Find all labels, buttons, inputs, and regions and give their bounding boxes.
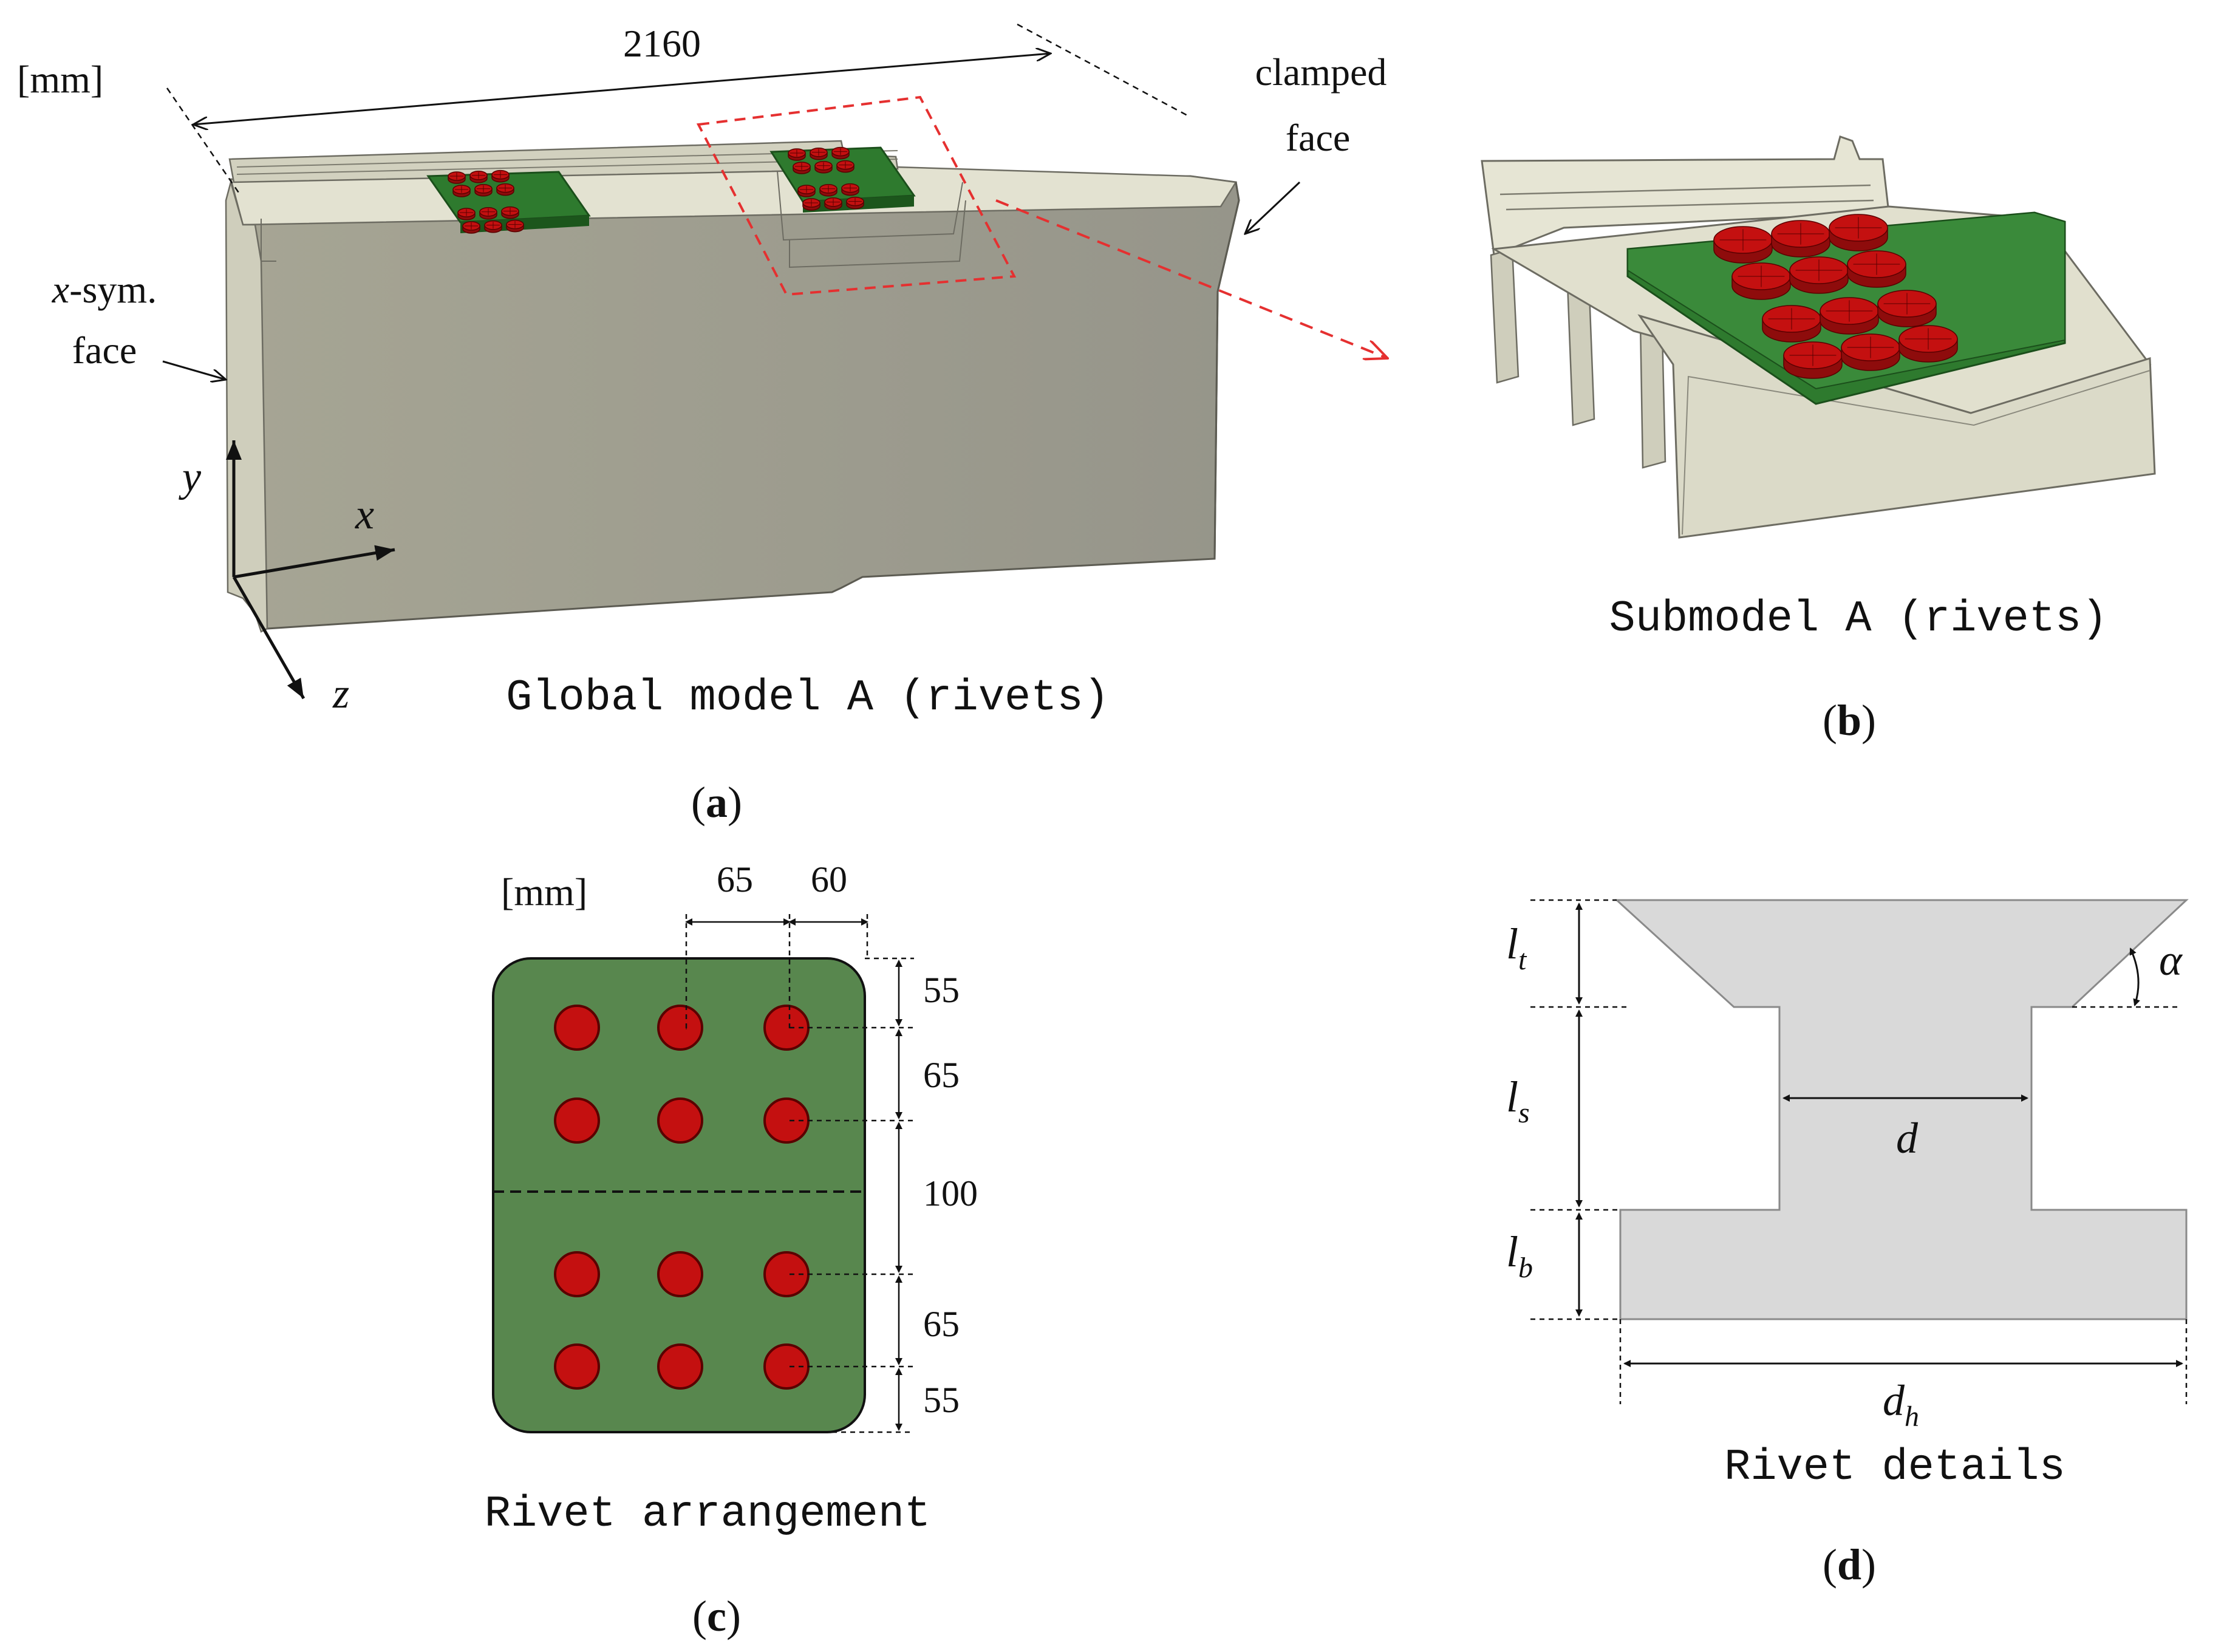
- axis-x-label: x: [355, 491, 374, 538]
- dim-v-label: 100: [923, 1173, 978, 1213]
- rivet: [554, 1251, 600, 1297]
- clamped-face-arrow: [1245, 181, 1301, 234]
- caption-c: (c): [692, 1592, 741, 1640]
- rivet: [554, 1005, 600, 1051]
- dim-h2-label: 60: [811, 859, 847, 899]
- rivet: [657, 1251, 703, 1297]
- global-model-title: Global model A (rivets): [506, 673, 1110, 723]
- rivet-grid: [554, 1005, 914, 1390]
- submodel-web-1: [1490, 248, 1520, 384]
- dim-v-label: 65: [923, 1055, 960, 1095]
- submodel-rivets: [1713, 214, 1958, 379]
- coordinate-axes: y x z: [179, 440, 395, 717]
- axis-z-label: z: [332, 671, 349, 717]
- dim-dh-label: dh: [1883, 1376, 1919, 1433]
- sym-face-label-2: face: [72, 329, 137, 372]
- dim-v-label: 65: [923, 1304, 960, 1344]
- axis-y-label: y: [179, 454, 202, 500]
- dim-line-length: [193, 53, 1051, 125]
- rivet-details-title: Rivet details: [1724, 1442, 2065, 1492]
- dim-d-label: d: [1896, 1114, 1919, 1162]
- beam-front-face: [239, 175, 1240, 630]
- arrangement-title: Rivet arrangement: [485, 1489, 931, 1539]
- dim-v-label: 55: [923, 1380, 960, 1420]
- submodel-rail: [1481, 135, 1890, 257]
- dim-v-label: 55: [923, 970, 960, 1010]
- plate-rivets: [448, 146, 864, 234]
- caption-a: (a): [691, 778, 742, 827]
- beam-rail: [228, 140, 899, 183]
- caption-d: (d): [1823, 1540, 1876, 1589]
- vertical-dimensions: 55 65 100 65 55: [832, 957, 978, 1433]
- clamped-face-label-1: clamped: [1255, 50, 1387, 94]
- dim-length-label: 2160: [623, 22, 701, 65]
- angle-alpha-label: α: [2159, 936, 2183, 985]
- dim-lb-label: lb: [1506, 1227, 1533, 1284]
- dim-ls-label: ls: [1506, 1073, 1530, 1129]
- rivet-section: [1614, 899, 2189, 1320]
- dim-lt-label: lt: [1506, 920, 1527, 976]
- rivet: [657, 1005, 703, 1051]
- dim-h1-label: 65: [717, 859, 753, 899]
- caption-b: (b): [1823, 696, 1876, 745]
- submodel-title: Submodel A (rivets): [1609, 594, 2108, 644]
- submodel-arrow: [995, 199, 1388, 358]
- rivet-plate: [492, 957, 866, 1433]
- panel-a: 2160 [mm] clamped face x-sym. face y x z…: [17, 22, 1388, 827]
- unit-label-c: [mm]: [501, 870, 587, 913]
- rivet: [554, 1097, 600, 1144]
- rivet: [657, 1343, 703, 1390]
- panel-c: [mm] 65 60 55 65 100 65 55 Rivet arrangement…: [485, 859, 978, 1640]
- rivet: [657, 1097, 703, 1144]
- panel-d: lt ls lb α d dh Rivet details (d): [1506, 899, 2189, 1589]
- beam-end-flange: [225, 179, 268, 633]
- rivet: [554, 1343, 600, 1390]
- clamped-face-label-2: face: [1286, 116, 1351, 159]
- sym-face-label-1: x-sym.: [52, 268, 157, 311]
- panel-b: Submodel A (rivets) (b): [1481, 135, 2156, 745]
- sym-face-arrow: [162, 360, 226, 380]
- angle-arc: [2129, 947, 2140, 1006]
- unit-label-a: [mm]: [17, 58, 103, 101]
